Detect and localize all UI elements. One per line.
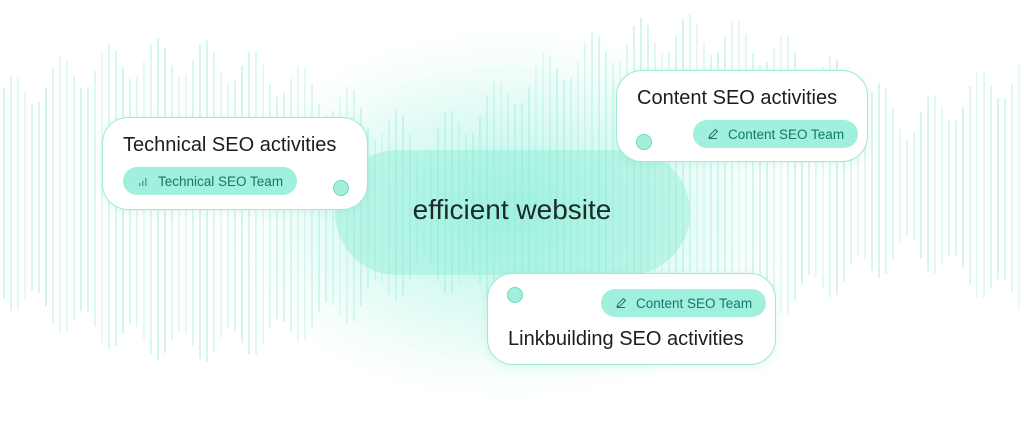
badge-label: Content SEO Team: [728, 126, 845, 142]
team-badge[interactable]: Technical SEO Team: [123, 167, 298, 195]
center-label: efficient website: [412, 194, 612, 225]
pencil-icon: [616, 297, 627, 308]
team-badge[interactable]: Content SEO Team: [601, 289, 767, 317]
badge-label: Technical SEO Team: [158, 173, 284, 189]
signal-bars-icon: [139, 178, 147, 186]
card-title: Content SEO activities: [637, 87, 838, 109]
card-title: Linkbuilding SEO activities: [508, 328, 744, 350]
card-title: Technical SEO activities: [123, 134, 337, 156]
technical-seo-card[interactable]: Technical SEO activities Technical SEO T…: [102, 117, 368, 210]
connector-dot: [636, 134, 652, 150]
content-seo-card[interactable]: Content SEO activities Content SEO Team: [616, 70, 868, 162]
center-pill: [335, 150, 690, 275]
team-badge[interactable]: Content SEO Team: [693, 120, 859, 148]
linkbuilding-seo-card[interactable]: Content SEO Team Linkbuilding SEO activi…: [487, 273, 776, 365]
badge-label: Content SEO Team: [636, 295, 753, 311]
pencil-icon: [708, 128, 719, 139]
connector-dot: [333, 180, 349, 196]
connector-dot: [507, 287, 523, 303]
